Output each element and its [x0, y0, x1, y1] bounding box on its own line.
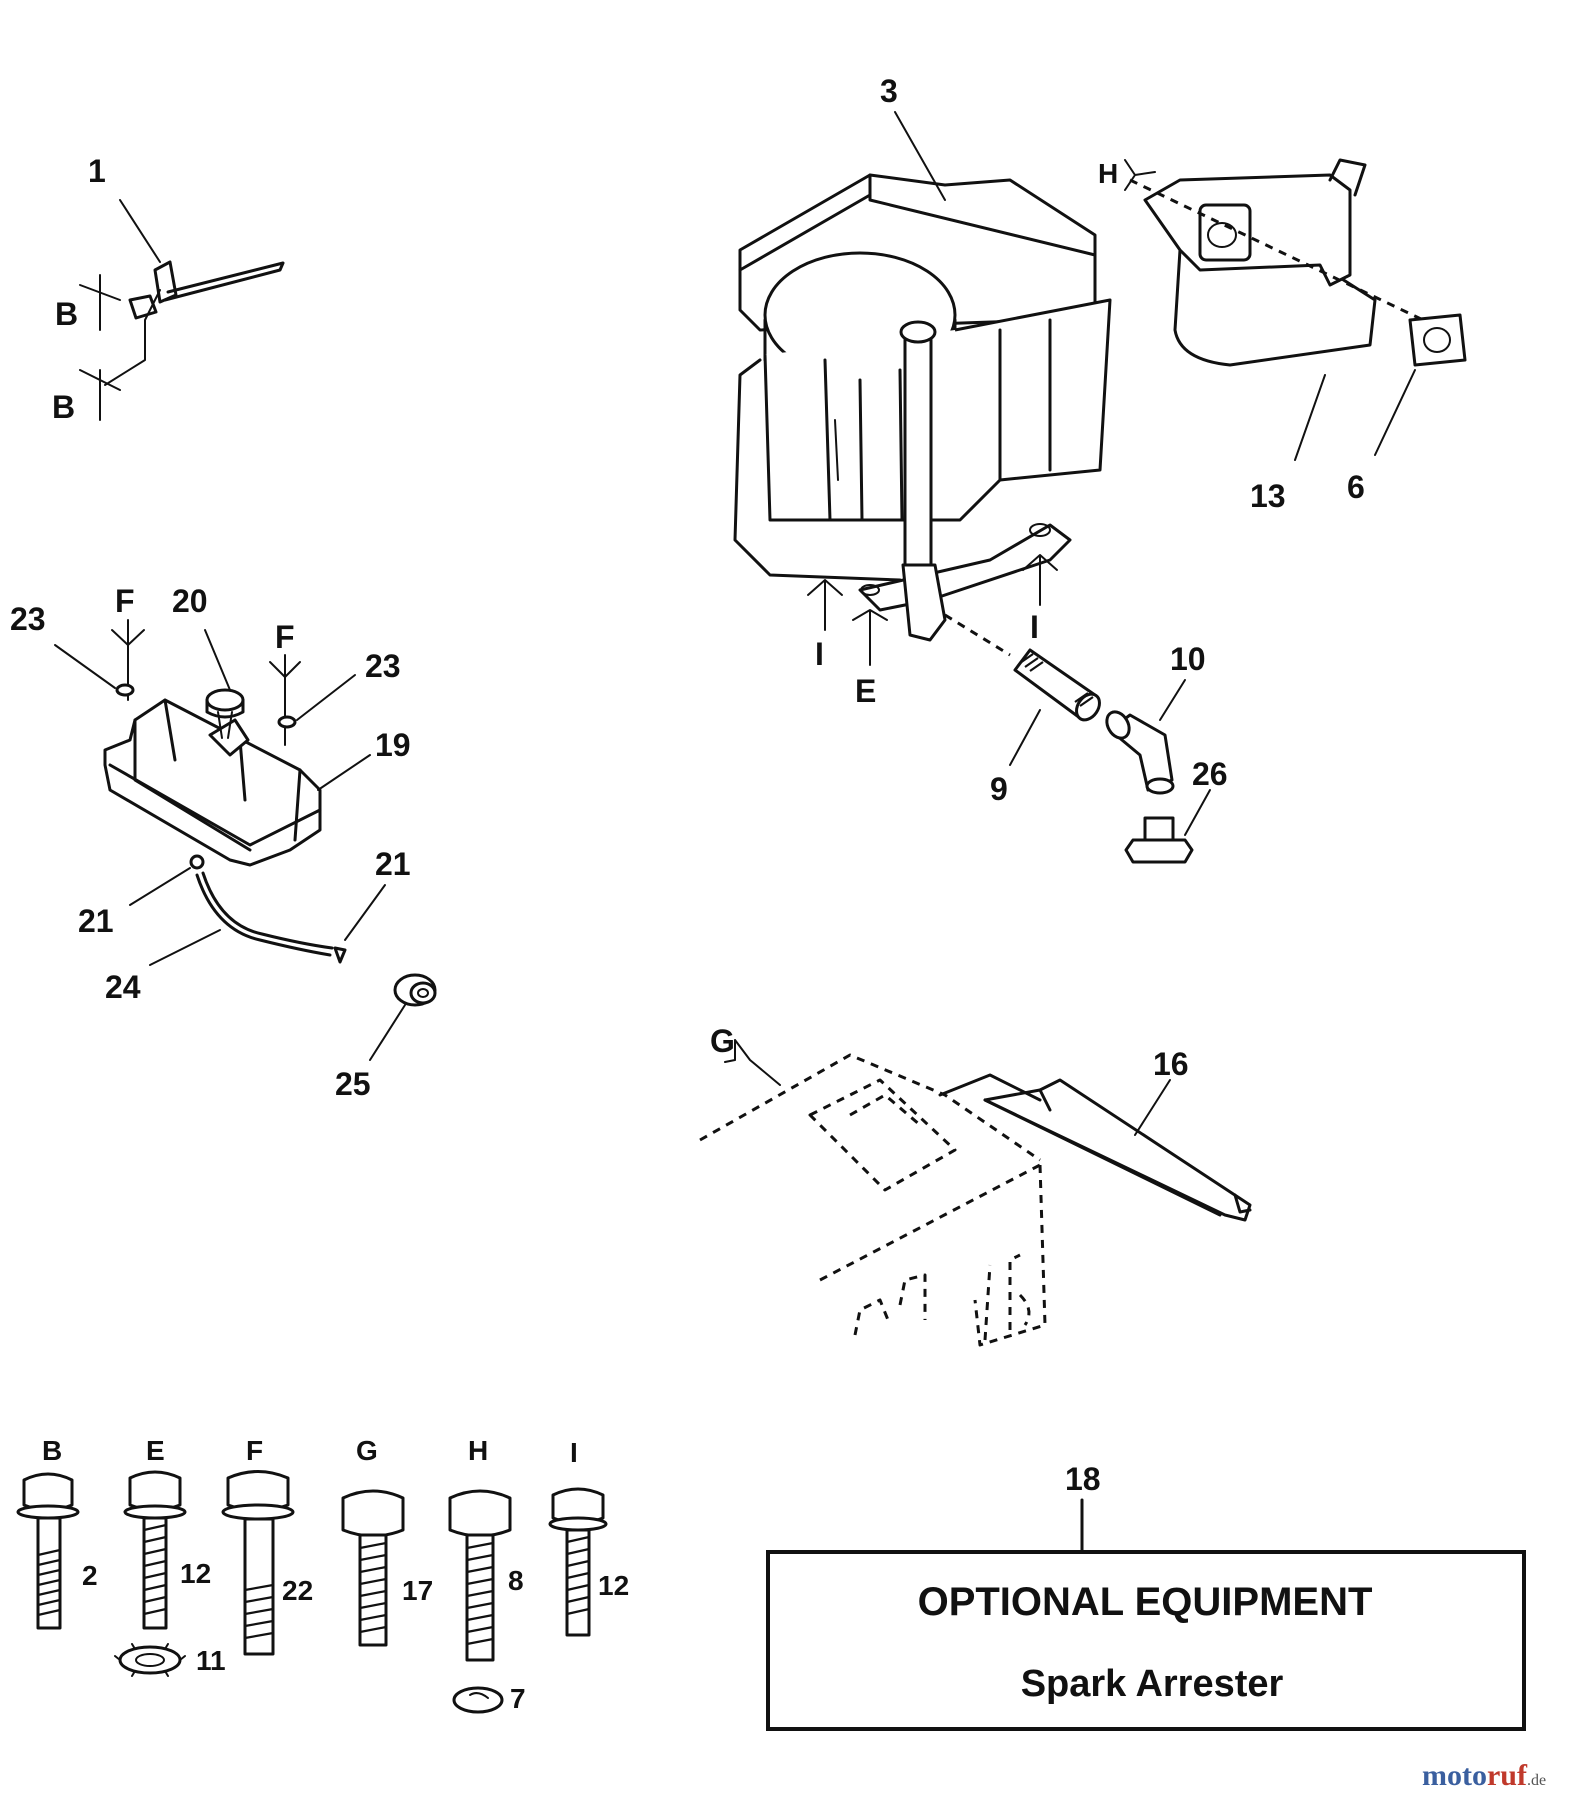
part-19-tank [103, 698, 322, 867]
hardware-part-17: 17 [402, 1575, 433, 1606]
callout-3: 3 [880, 73, 898, 109]
washer-7 [452, 1686, 504, 1714]
callout-21-left: 21 [78, 903, 114, 939]
bolt-f [221, 1470, 295, 1656]
hardware-part-8: 8 [508, 1565, 524, 1596]
ref-letter-i-right: I [1030, 609, 1039, 645]
hardware-row: B 2 E 12 11 F 22 [16, 1435, 629, 1714]
optional-equipment-title: OPTIONAL EQUIPMENT [918, 1580, 1373, 1624]
bolt-h [448, 1489, 512, 1662]
svg-text:motoruf.de: motoruf.de [1422, 1759, 1546, 1792]
watermark-logo: motoruf.de [1422, 1759, 1546, 1792]
callout-1: 1 [88, 153, 106, 189]
optional-equipment-box [766, 1550, 1526, 1731]
callout-19: 19 [375, 727, 411, 763]
part-3-engine [733, 173, 1112, 657]
ref-letter-h: H [1098, 158, 1118, 189]
callout-20: 20 [172, 583, 208, 619]
part-10-elbow [1105, 710, 1175, 795]
ref-letter-f-left: F [115, 583, 135, 619]
part-26-plug [1124, 816, 1194, 864]
ref-letter-b-upper: B [55, 296, 78, 332]
callout-13: 13 [1250, 478, 1286, 514]
hardware-part-11: 11 [196, 1645, 226, 1676]
part-9-pipe-nipple [1013, 648, 1101, 722]
ref-letter-f-right: F [275, 619, 295, 655]
callout-23-right: 23 [365, 648, 401, 684]
optional-equipment-subtitle: Spark Arrester [1021, 1663, 1284, 1705]
hardware-letter-e: E [146, 1435, 165, 1466]
hardware-part-12-i: 12 [598, 1570, 629, 1601]
hardware-part-2: 2 [82, 1560, 98, 1591]
bolt-b [16, 1472, 80, 1630]
bolt-g [341, 1489, 405, 1647]
part-21-clamp-upper [189, 854, 205, 870]
callout-26: 26 [1192, 756, 1228, 792]
callout-10: 10 [1170, 641, 1206, 677]
part-20-cap [205, 688, 250, 757]
ref-letter-g: G [710, 1023, 735, 1059]
hardware-part-7: 7 [510, 1683, 526, 1714]
ref-letter-e: E [855, 673, 876, 709]
callout-9: 9 [990, 771, 1008, 807]
callout-25: 25 [335, 1066, 371, 1102]
callout-24: 24 [105, 969, 141, 1005]
part-1-bracket [79, 199, 285, 421]
part-6-gasket [1408, 313, 1467, 367]
hardware-letter-g: G [356, 1435, 378, 1466]
callout-23-left: 23 [10, 601, 46, 637]
bolt-i [548, 1487, 608, 1637]
part-24-hose [195, 871, 334, 957]
hardware-letter-b: B [42, 1435, 62, 1466]
ref-letter-i-left: I [815, 636, 824, 672]
hardware-letter-f: F [246, 1435, 263, 1466]
ref-letter-b-lower: B [52, 389, 75, 425]
part-16-deflector [983, 1078, 1252, 1222]
hardware-letter-h: H [468, 1435, 488, 1466]
part-21-clamp-lower [333, 946, 347, 964]
hardware-letter-i: I [570, 1437, 578, 1468]
mower-frame-dashed [699, 1053, 1047, 1347]
callout-18: 18 [1065, 1461, 1101, 1497]
part-13-muffler [1129, 158, 1466, 367]
callout-6: 6 [1347, 469, 1365, 505]
part-25-grommet [393, 973, 437, 1007]
callout-21-right: 21 [375, 846, 411, 882]
bolt-e [123, 1470, 187, 1630]
callout-16: 16 [1153, 1046, 1189, 1082]
hardware-part-12-e: 12 [180, 1558, 211, 1589]
washer-11 [114, 1643, 186, 1677]
hardware-part-22: 22 [282, 1575, 313, 1606]
